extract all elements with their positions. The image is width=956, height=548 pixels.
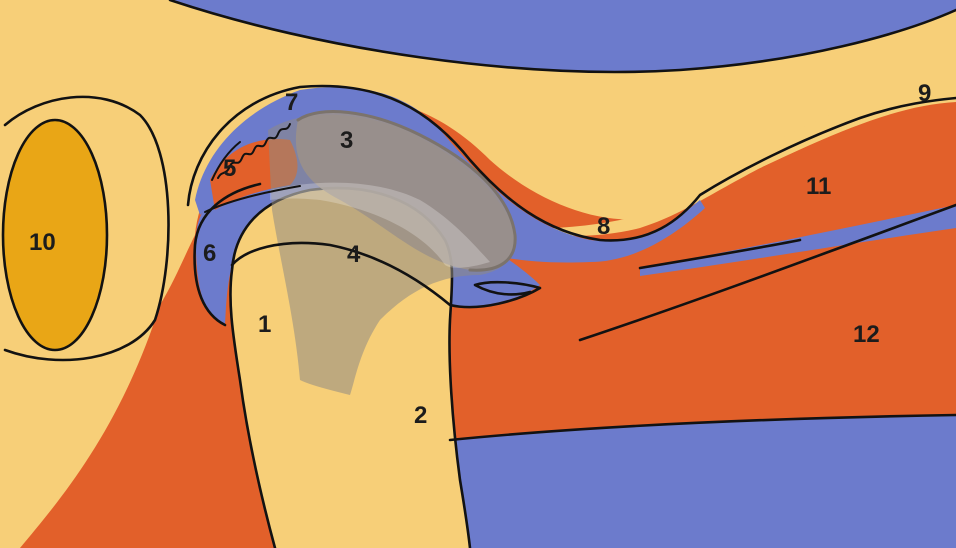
label-1: 1 [258, 311, 271, 338]
label-8: 8 [597, 213, 610, 240]
label-9: 9 [918, 80, 931, 107]
label-4: 4 [347, 241, 361, 268]
label-3: 3 [340, 127, 353, 154]
label-7: 7 [285, 89, 298, 116]
label-2: 2 [414, 402, 427, 429]
lower-blue-region [450, 415, 956, 548]
label-5: 5 [223, 155, 236, 182]
label-10: 10 [29, 229, 56, 256]
label-11: 11 [806, 173, 831, 200]
label-12: 12 [853, 321, 880, 348]
label-6: 6 [203, 240, 216, 267]
